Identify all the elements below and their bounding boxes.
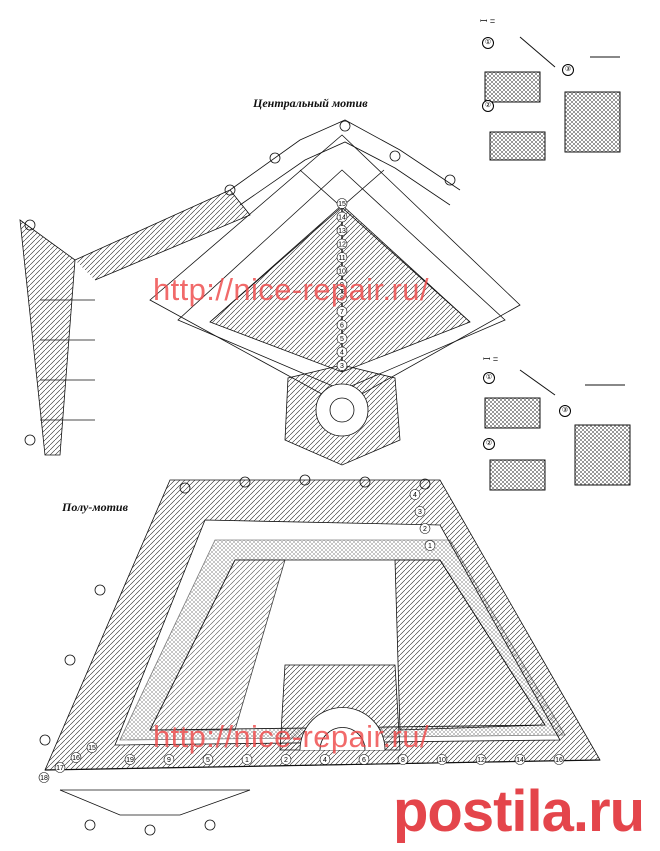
center-row-number-marker [336,360,348,371]
half-top-row-number-label: 2 [423,526,427,533]
center-row-number-marker [336,211,348,223]
half-bottom-row-number-marker [280,754,292,765]
center-row-number-label: 9 [340,282,344,289]
half-left-row-number-label: 18 [40,775,48,782]
half-bottom-row-number-label: 10 [438,757,446,764]
half-bottom-row-number-label: 8 [401,757,405,764]
half-left-row-number-label: 15 [88,745,96,752]
half-bottom-row-number-label: 9 [167,757,171,764]
legend-top-step-2: ② [482,100,494,112]
half-left-row-number-label: 17 [56,765,64,772]
half-bottom-row-number-label: 16 [555,757,563,764]
half-bottom-row-number-marker [475,754,487,765]
center-row-number-marker [336,292,348,304]
center-row-number-label: 7 [340,309,344,316]
half-bottom-row-number-marker [202,754,214,765]
watermark-top: http://nice-repair.ru/ [153,272,429,307]
legend-top-symbol: ꟷ = [480,16,496,26]
half-left-row-number-marker [70,752,82,763]
half-top-row-number-marker [414,506,426,517]
half-top-row-number-marker [409,489,421,500]
legend-top-step-3: ③ [562,64,574,76]
half-top-row-number-marker [424,540,436,551]
center-row-number-label: 12 [338,242,346,249]
half-top-row-number-marker [419,523,431,534]
center-row-number-label: 8 [340,296,344,303]
half-top-row-number-label: 4 [413,492,417,499]
half-bottom-row-number-marker [436,754,448,765]
half-motif-title: Полу-мотив [62,500,128,514]
center-row-number-marker [336,346,348,358]
legend-bottom-step-1: ① [483,372,495,384]
center-motif-title: Центральный мотив [253,96,368,110]
half-motif [44,479,601,816]
center-row-number-label: 10 [338,269,346,276]
half-top-row-number-label: 1 [428,543,432,550]
legend-bottom: ꟷ = ① ② ③ [475,350,635,500]
half-bottom-row-number-label: 6 [362,757,366,764]
half-top-row-number-label: 3 [418,509,422,516]
half-bottom-row-number-marker [163,754,175,765]
center-row-number-marker [336,265,348,277]
half-bottom-row-number-label: 5 [206,757,210,764]
legend-top: ꟷ = ① ② ③ [470,12,630,162]
half-left-row-number-label: 16 [72,755,80,762]
center-row-number-marker [336,198,348,209]
legend-top-step-1: ① [482,37,494,49]
center-strap [19,189,251,456]
center-row-number-label: 6 [340,323,344,330]
legend-bottom-illustration [484,369,631,491]
center-row-number-marker [336,279,348,290]
half-left-row-number-marker [38,772,50,783]
center-row-number-marker [336,319,348,331]
half-bottom-row-number-marker [553,754,565,765]
half-bottom-row-number-label: 4 [323,757,327,764]
legend-bottom-symbol: ꟷ = [483,354,499,364]
center-row-number-label: 3 [340,363,344,370]
half-bottom-row-number-marker [514,754,526,765]
center-row-number-marker [336,252,348,263]
half-left-row-number-marker [86,742,98,753]
half-edging [39,474,431,836]
half-bottom-row-number-label: 12 [477,757,485,764]
half-bottom-row-number-marker [319,754,331,765]
half-bottom-row-number-marker [124,754,136,765]
center-row-number-marker [336,225,348,236]
watermark-bottom: http://nice-repair.ru/ [153,719,429,754]
center-row-number-marker [336,333,348,344]
half-bottom-row-number-label: 14 [516,757,524,764]
center-row-number-marker [336,306,348,317]
brand-logo: postila.ru [392,779,645,844]
legend-bottom-step-2: ② [483,438,495,450]
half-bottom-row-number-label: 1 [245,757,249,764]
center-row-number-label: 15 [338,201,346,208]
center-row-number-label: 14 [338,215,346,222]
half-bottom-row-number-marker [358,754,370,765]
legend-bottom-step-3: ③ [559,405,571,417]
center-row-number-label: 5 [340,336,344,343]
half-bottom-row-number-marker [397,754,409,765]
legend-top-illustration [484,36,621,161]
half-left-row-number-marker [54,762,66,773]
center-row-number-label: 11 [338,255,345,262]
center-row-number-label: 13 [338,228,346,235]
center-row-numbers: 3 4 5 6 7 8 9 10 11 12 13 14 15 [336,198,348,371]
center-row-number-label: 4 [340,350,344,357]
center-row-number-marker [336,238,348,250]
center-edging [24,119,461,446]
half-bottom-row-number-label: 2 [284,757,288,764]
half-bottom-row-number-label: 19 [126,757,134,764]
half-bottom-row-number-marker [241,754,253,765]
